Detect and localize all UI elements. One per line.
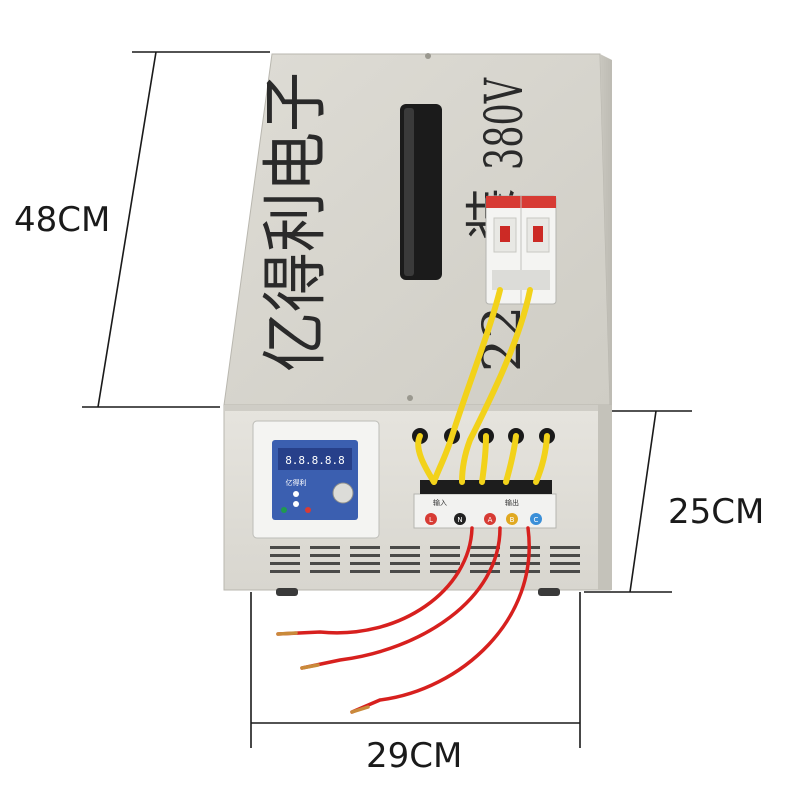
controller-button-icon — [305, 507, 311, 513]
voltage-text: 380V — [475, 77, 535, 170]
lid-screw-icon — [407, 395, 413, 401]
controller-button-icon — [293, 491, 299, 497]
controller-knob-icon — [332, 482, 354, 504]
vent-grille — [270, 546, 580, 573]
circuit-breaker — [485, 195, 557, 305]
terminal-l: L — [429, 516, 433, 524]
foot — [276, 588, 298, 596]
height-dimension-label: 48CM — [14, 200, 111, 240]
red-wires — [276, 526, 531, 714]
foot — [538, 588, 560, 596]
case-side-panel — [600, 54, 612, 405]
wire-tips — [276, 631, 370, 714]
terminal-block: 输入 输出 L N A B C — [413, 480, 557, 529]
terminal-b: B — [510, 516, 515, 524]
dimension-lines — [82, 51, 692, 748]
brand-text: 亿得利电子 — [257, 72, 334, 372]
depth-dimension-label: 25CM — [668, 492, 765, 532]
yellow-wires — [415, 287, 550, 485]
lid-screw-icon — [425, 53, 431, 59]
carry-handle — [400, 104, 442, 280]
width-dimension-label: 29CM — [366, 736, 463, 776]
terminal-input-label: 输入 — [433, 498, 447, 507]
controller-button-icon — [281, 507, 287, 513]
terminal-output-label: 输出 — [505, 498, 519, 507]
terminal-n: N — [457, 516, 462, 524]
terminal-a: A — [488, 516, 493, 524]
controller-button-icon — [293, 501, 299, 507]
controller-panel: 8.8.8.8.8 亿得利 — [252, 420, 380, 539]
terminal-c: C — [534, 516, 539, 524]
controller-brand-label: 亿得利 — [286, 478, 307, 487]
controller-display: 8.8.8.8.8 — [285, 454, 345, 467]
